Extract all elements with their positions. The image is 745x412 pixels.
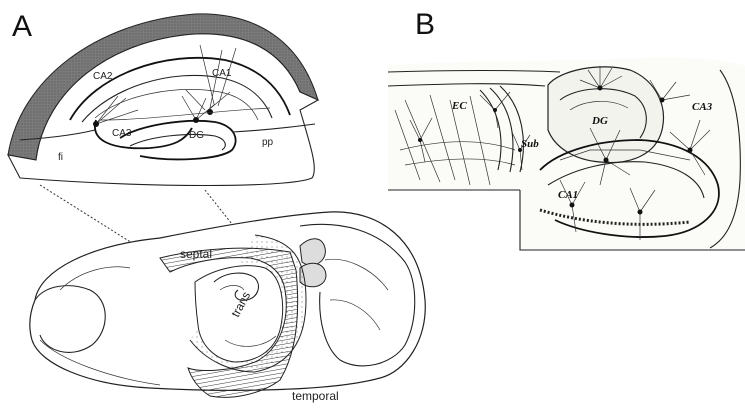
label-b-ca3: CA3 xyxy=(692,101,713,113)
hippocampal-slice-drawing xyxy=(8,14,318,186)
label-septal: septal xyxy=(180,247,212,261)
panel-a-letter: A xyxy=(12,10,32,43)
label-ca2: CA2 xyxy=(93,71,113,82)
cajal-hippocampus-drawing xyxy=(388,57,745,250)
label-ca1: CA1 xyxy=(212,68,232,79)
panel-a: A CA1 CA2 CA3 xyxy=(8,10,425,403)
panel-b: B xyxy=(388,8,745,250)
label-sub: Sub xyxy=(521,138,539,150)
label-dg: DG xyxy=(189,130,204,141)
label-fi: fi xyxy=(58,152,63,163)
label-ec: EC xyxy=(451,100,467,112)
panel-b-letter: B xyxy=(415,8,435,41)
rat-brain-drawing xyxy=(30,212,425,397)
label-temporal: temporal xyxy=(292,389,339,403)
label-ca3: CA3 xyxy=(112,128,132,139)
label-b-dg: DG xyxy=(591,115,608,127)
label-pp: pp xyxy=(262,137,274,148)
label-b-ca1: CA1 xyxy=(558,189,578,201)
